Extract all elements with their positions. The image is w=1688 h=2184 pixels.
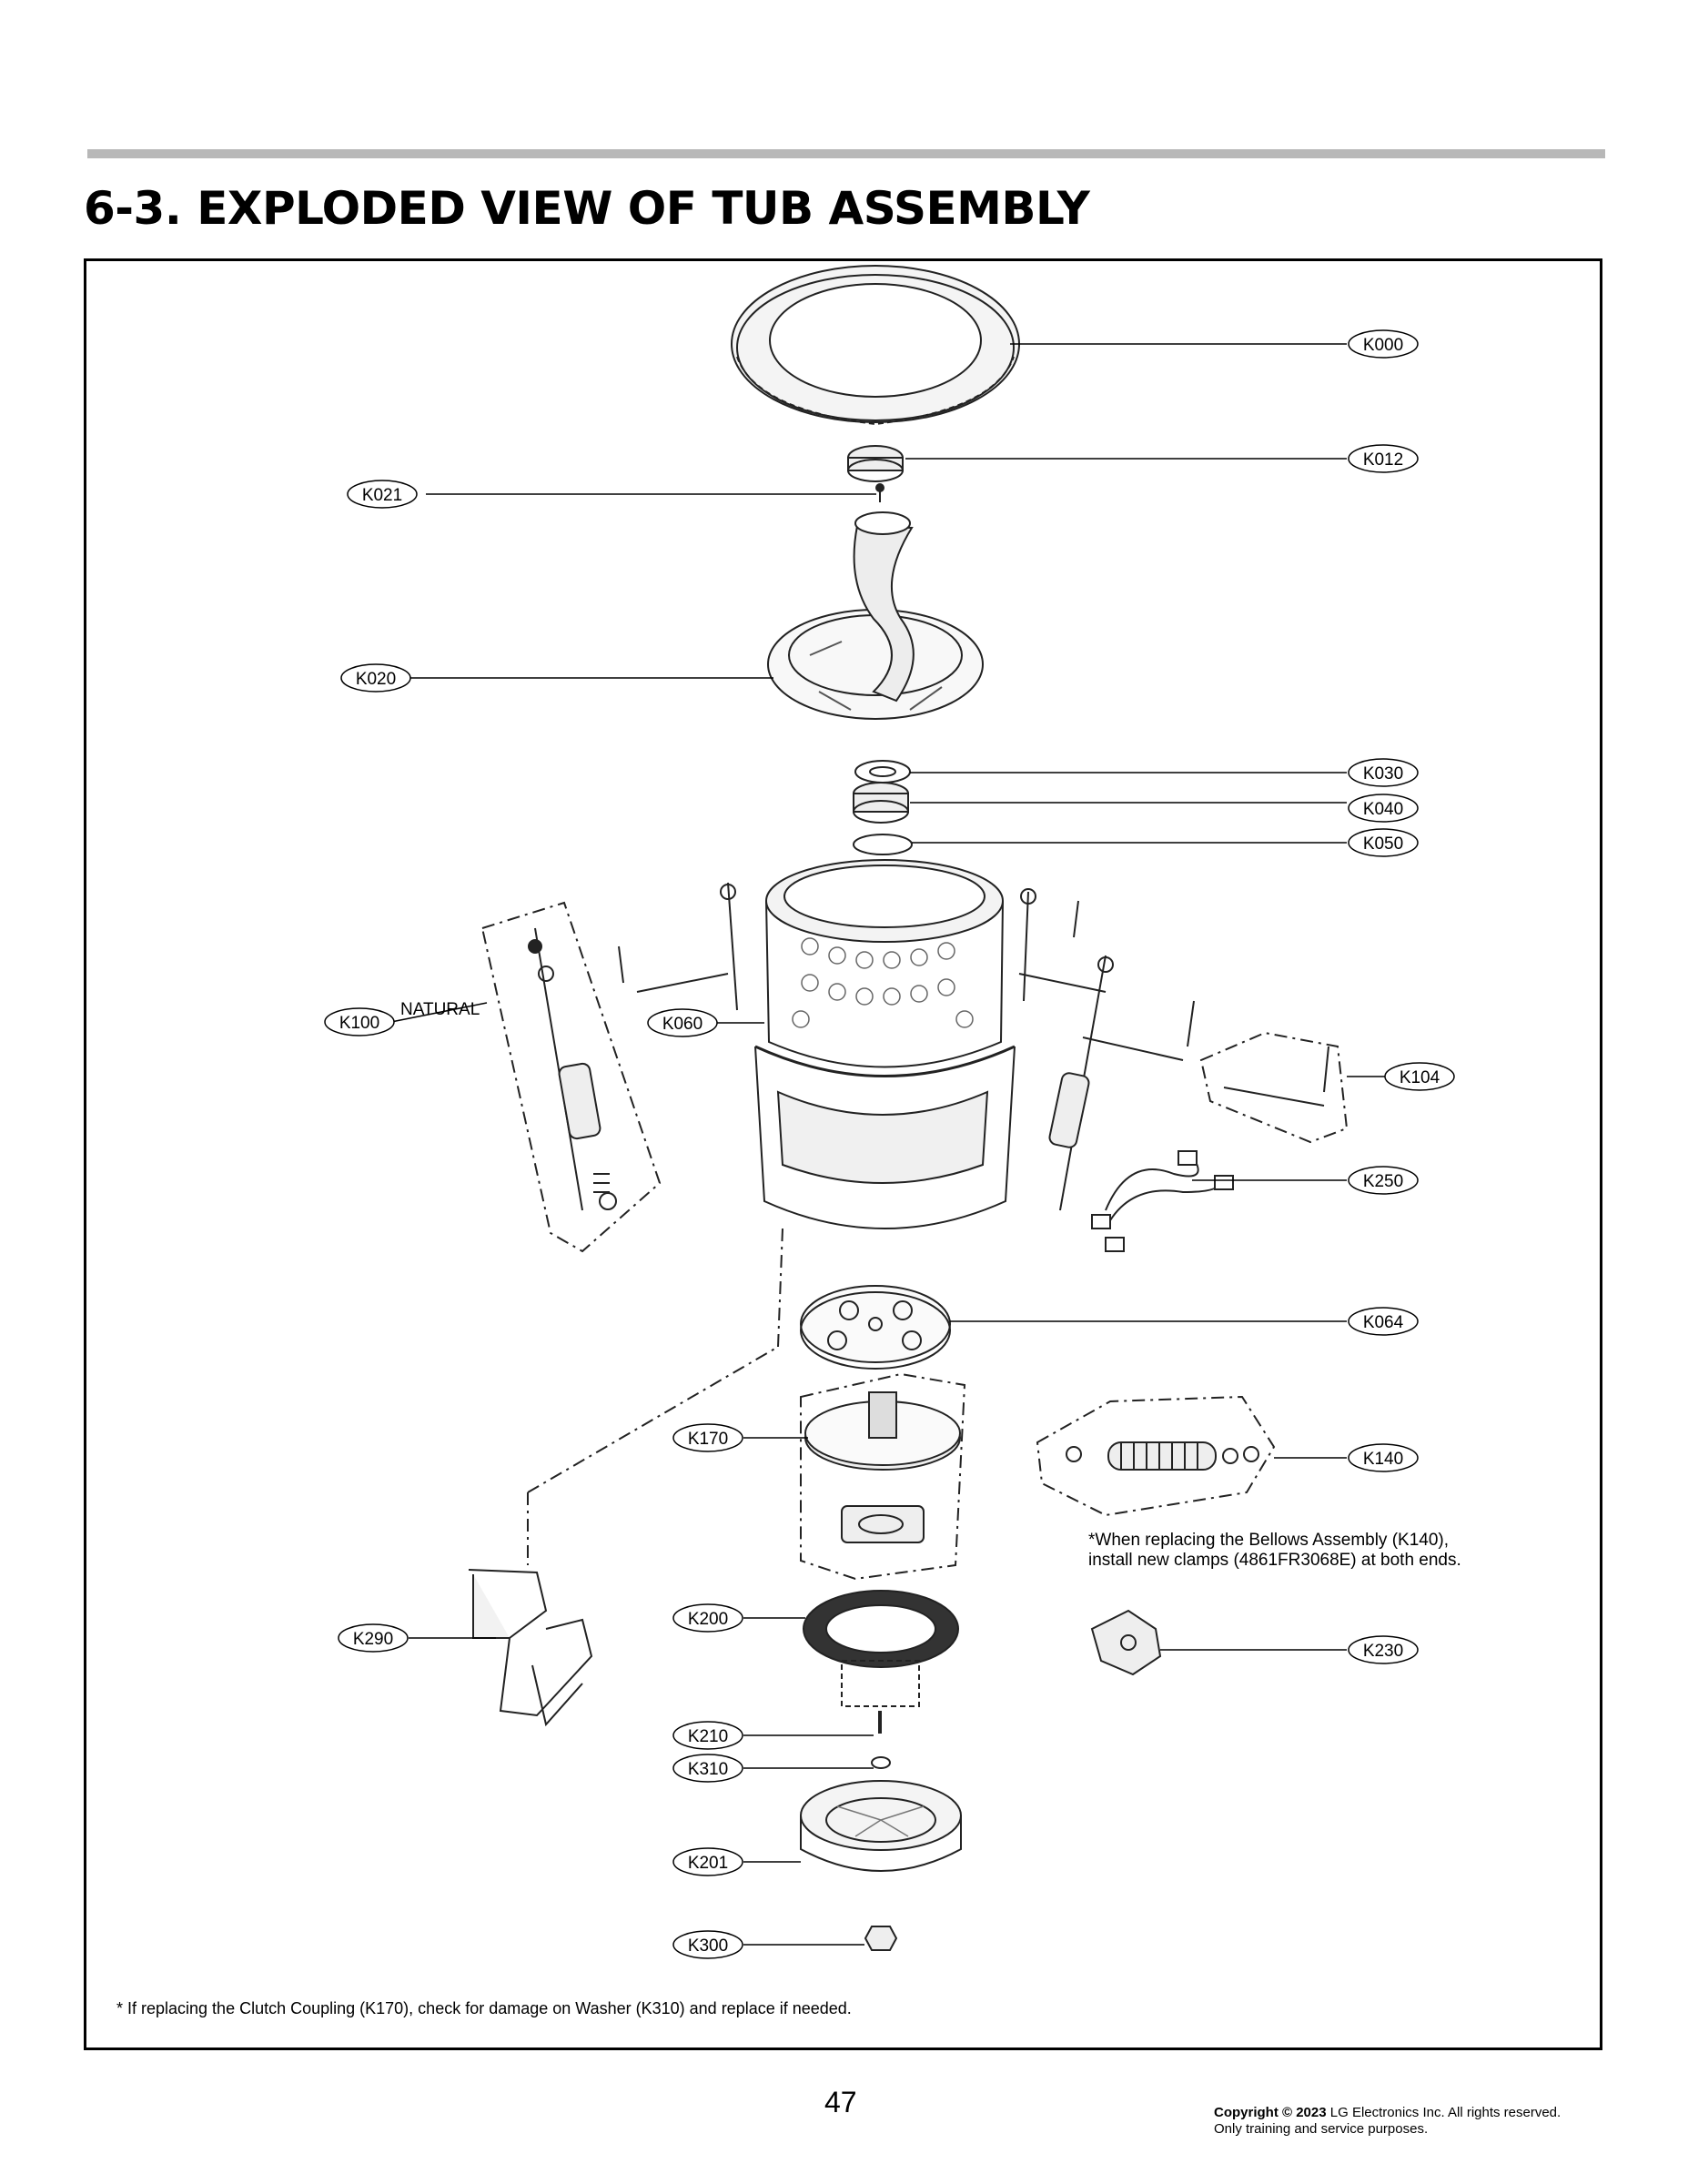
callout-label: K040 <box>1363 800 1403 819</box>
clutch-group-outline <box>800 1372 966 1581</box>
callout-k020 <box>340 663 411 693</box>
bellows-part <box>1066 1441 1259 1471</box>
callout-label: K000 <box>1363 336 1403 355</box>
stator-part <box>803 1590 959 1707</box>
bearing-k040-part <box>853 782 909 824</box>
callout-k021 <box>347 480 418 509</box>
clutch-coupling-part <box>804 1391 961 1543</box>
suspension-rod-left-part <box>480 882 738 1253</box>
callout-label: K021 <box>362 486 402 505</box>
callout-label: K064 <box>1363 1313 1404 1332</box>
copyright: Copyright © 2023 LG Electronics Inc. All… <box>1214 2105 1561 2138</box>
callout-k012 <box>1348 444 1419 473</box>
callout-k000 <box>1348 329 1419 359</box>
callout-k201 <box>672 1847 743 1876</box>
callout-label: K300 <box>688 1936 728 1956</box>
callout-label: K012 <box>1363 450 1403 470</box>
tub-cover-part <box>731 265 1020 426</box>
callout-k300 <box>672 1930 743 1959</box>
callout-k170 <box>672 1423 743 1452</box>
callout-label: K030 <box>1363 764 1403 784</box>
callout-k290 <box>338 1623 409 1653</box>
diagram-frame <box>84 258 1602 2050</box>
copyright-usage: Only training and service purposes. <box>1214 2121 1429 2137</box>
callout-k200 <box>672 1603 743 1633</box>
rotor-part <box>800 1780 962 1872</box>
suspension-rod-right-part <box>1018 888 1195 1211</box>
callout-k104 <box>1384 1062 1455 1091</box>
callout-label: K100 <box>339 1014 379 1033</box>
copyright-year: Copyright © 2023 <box>1214 2105 1327 2120</box>
page-title: 6-3. EXPLODED VIEW OF TUB ASSEMBLY <box>84 182 1090 235</box>
tub-basket-part <box>754 859 1016 1229</box>
page-number: 47 <box>824 2086 857 2118</box>
callout-k100 <box>324 1007 395 1036</box>
wire-harness-part <box>1091 1150 1234 1252</box>
bellows-note: *When replacing the Bellows Assembly (K1… <box>1088 1531 1461 1570</box>
callout-k310 <box>672 1754 743 1783</box>
callout-k140 <box>1348 1443 1419 1472</box>
callout-label: K210 <box>688 1727 728 1746</box>
washer-k310-part <box>871 1756 891 1769</box>
bracket-part <box>468 1569 593 1727</box>
k104-group-outline <box>1199 1031 1349 1144</box>
clutch-note: * If replacing the Clutch Coupling (K170… <box>116 1999 852 2017</box>
callout-k040 <box>1348 794 1419 823</box>
callout-k064 <box>1348 1307 1419 1336</box>
drain-motor-part <box>1090 1609 1162 1676</box>
callout-label: K060 <box>662 1015 702 1034</box>
natural-label: NATURAL <box>400 1000 480 1019</box>
callout-label: K020 <box>356 670 396 689</box>
callout-label: K104 <box>1400 1068 1440 1087</box>
callout-k060 <box>647 1008 718 1037</box>
callout-label: K201 <box>688 1854 728 1873</box>
callout-label: K290 <box>353 1630 393 1649</box>
callout-label: K250 <box>1363 1172 1403 1191</box>
callout-k030 <box>1348 758 1419 787</box>
callout-k250 <box>1348 1166 1419 1195</box>
callout-label: K050 <box>1363 834 1403 854</box>
bellows-group-outline <box>1036 1395 1276 1517</box>
callout-label: K230 <box>1363 1642 1403 1661</box>
oring-k050-part <box>853 834 913 855</box>
washer-k030-part <box>854 760 911 784</box>
cap-part <box>847 445 904 482</box>
callout-k050 <box>1348 828 1419 857</box>
callout-k210 <box>672 1721 743 1750</box>
cover-disc-part <box>800 1285 951 1370</box>
callout-label: K200 <box>688 1610 728 1629</box>
callout-label: K140 <box>1363 1450 1403 1469</box>
damper-k104-part <box>1223 1087 1325 1107</box>
nut-part <box>864 1926 898 1951</box>
callout-k230 <box>1348 1635 1419 1664</box>
callout-label: K170 <box>688 1430 728 1449</box>
top-rule <box>87 149 1605 158</box>
copyright-owner: LG Electronics Inc. All rights reserved. <box>1326 2105 1562 2120</box>
pulsator-part <box>767 511 984 720</box>
callout-label: K310 <box>688 1760 728 1779</box>
